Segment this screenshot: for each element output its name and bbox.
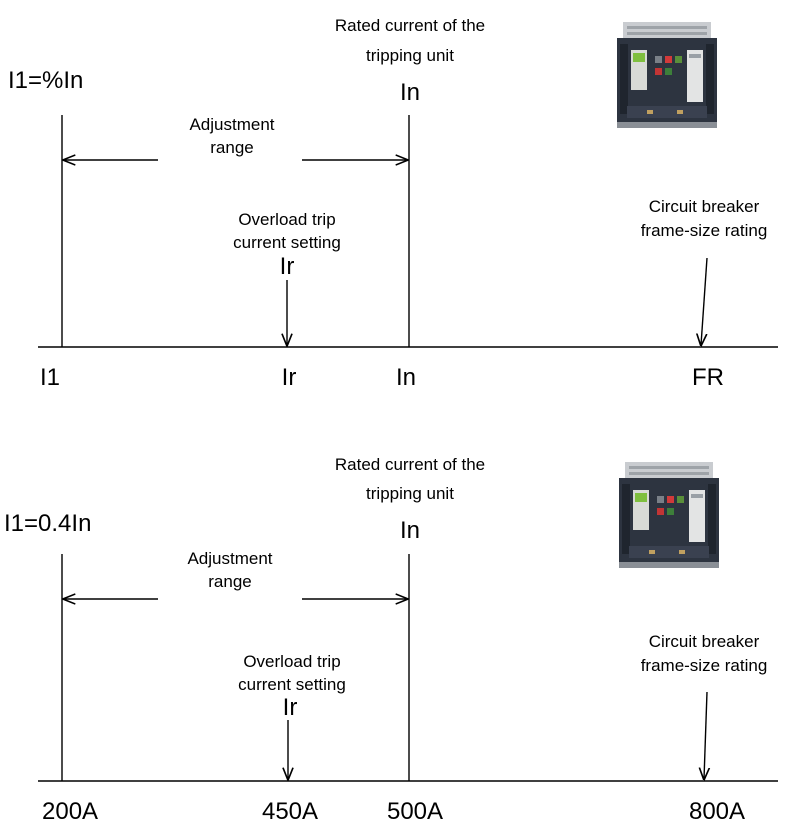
overload-trip-line1: Overload trip	[243, 652, 340, 671]
adjustment-range-line2: range	[208, 572, 251, 591]
fr-arrow	[701, 258, 707, 345]
axis-label-in: In	[396, 364, 416, 391]
fr-arrow	[704, 692, 707, 779]
circuit-breaker-icon	[619, 462, 719, 568]
axis-label-450a: 450A	[262, 798, 318, 823]
overload-trip-line2: current setting	[238, 675, 346, 694]
panel-2: Rated current of the tripping unit In I1…	[4, 455, 778, 823]
overload-trip-line2: current setting	[233, 233, 341, 252]
rated-current-symbol: In	[400, 517, 420, 544]
axis-label-200a: 200A	[42, 798, 98, 823]
overload-symbol: Ir	[280, 253, 295, 280]
panel-1: Rated current of the tripping unit In I1…	[8, 16, 778, 391]
rated-current-label-line2: tripping unit	[366, 484, 454, 503]
adjustment-range-line1: Adjustment	[189, 115, 274, 134]
adjustment-range-line2: range	[210, 138, 253, 157]
i1-label: I1=%In	[8, 67, 83, 94]
frame-size-line1: Circuit breaker	[649, 197, 760, 216]
rated-current-symbol: In	[400, 79, 420, 106]
axis-label-i1: I1	[40, 364, 60, 391]
rated-current-label-line1: Rated current of the	[335, 16, 485, 35]
overload-trip-line1: Overload trip	[238, 210, 335, 229]
rated-current-label-line1: Rated current of the	[335, 455, 485, 474]
rated-current-label-line2: tripping unit	[366, 46, 454, 65]
axis-label-fr: FR	[692, 364, 724, 391]
axis-label-ir: Ir	[282, 364, 297, 391]
i1-label: I1=0.4In	[4, 510, 91, 537]
frame-size-line2: frame-size rating	[641, 221, 768, 240]
axis-label-500a: 500A	[387, 798, 443, 823]
overload-symbol: Ir	[283, 694, 298, 721]
frame-size-line2: frame-size rating	[641, 656, 768, 675]
adjustment-range-line1: Adjustment	[187, 549, 272, 568]
frame-size-line1: Circuit breaker	[649, 632, 760, 651]
axis-label-800a: 800A	[689, 798, 745, 823]
circuit-breaker-icon	[617, 22, 717, 128]
